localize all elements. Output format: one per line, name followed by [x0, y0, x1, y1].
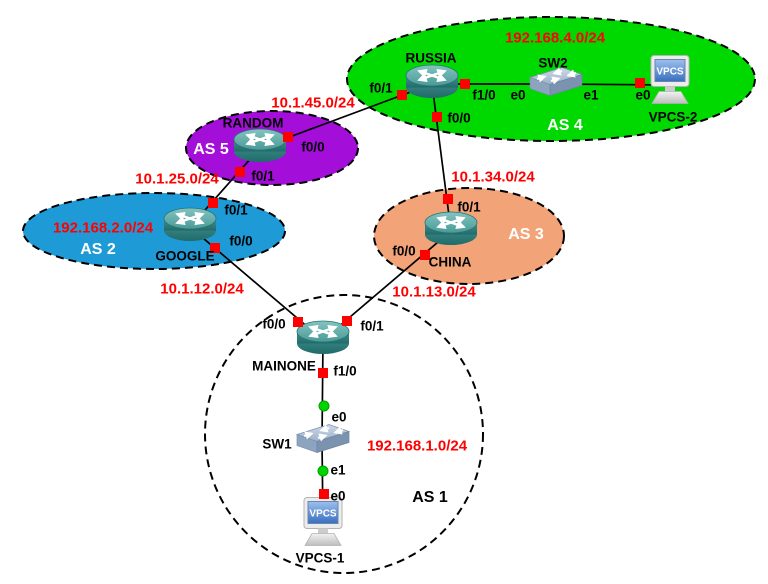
connector-square-3 [432, 112, 442, 122]
device-label-sw2: SW2 [538, 55, 568, 71]
router-icon [405, 64, 459, 98]
as-zone-label-as5: AS 5 [193, 141, 229, 158]
connector-square-12 [318, 368, 328, 378]
device-mainone[interactable] [295, 319, 351, 362]
as-zone-ellipse-as1 [204, 294, 484, 574]
router-icon [296, 320, 350, 354]
interface-label-russia-f1-0: f1/0 [472, 87, 496, 103]
switch-icon [295, 424, 351, 453]
connector-square-9 [420, 250, 430, 260]
interface-label-vpcs-2-e0: e0 [635, 87, 651, 103]
as-zone-label-as1: AS 1 [412, 489, 448, 506]
network-label-0: 192.168.4.0/24 [504, 29, 606, 47]
interface-label-sw1-e1: e1 [330, 462, 346, 478]
connector-square-4 [283, 132, 293, 142]
link-russia-china [431, 83, 452, 232]
pc-icon: VPCS [303, 497, 343, 546]
interface-label-mainone-f0-1: f0/1 [360, 318, 384, 334]
device-google[interactable] [162, 206, 218, 249]
connector-square-5 [235, 167, 245, 177]
device-random[interactable] [232, 127, 288, 170]
device-russia[interactable] [404, 63, 460, 106]
pc-icon: VPCS [650, 55, 690, 104]
router-icon [163, 207, 217, 241]
switch-icon [528, 67, 584, 96]
network-label-3: 192.168.2.0/24 [52, 219, 154, 237]
interface-label-sw1-e0: e0 [331, 409, 347, 425]
device-label-vpcs-2: VPCS-2 [648, 109, 698, 125]
interface-label-mainone-f1-0: f1/0 [333, 363, 357, 379]
device-label-google: GOOGLE [155, 248, 215, 264]
pc-screen-text: VPCS [656, 67, 684, 78]
device-label-vpcs-1: VPCS-1 [295, 550, 345, 566]
device-vpcs-2[interactable]: VPCS [646, 54, 694, 117]
interface-label-google-f0-1: f0/1 [224, 202, 248, 218]
connector-dot-15 [317, 465, 329, 477]
link-mainone-sw1 [321, 339, 324, 442]
device-label-sw1: SW1 [262, 436, 292, 452]
connector-square-10 [293, 317, 303, 327]
device-sw2[interactable] [526, 65, 584, 104]
connector-square-8 [443, 194, 453, 204]
network-label-4: 10.1.34.0/24 [451, 168, 535, 186]
network-label-2: 10.1.25.0/24 [135, 170, 219, 188]
as-zone-label-as4: AS 4 [547, 117, 583, 134]
device-sw1[interactable] [293, 422, 351, 461]
connector-square-1 [460, 79, 470, 89]
interface-label-random-f0-0: f0/0 [301, 139, 325, 155]
device-label-china: CHINA [428, 254, 472, 270]
connector-square-7 [210, 243, 220, 253]
device-label-random: RANDOM [222, 115, 284, 131]
interface-label-random-f0-1: f0/1 [251, 168, 275, 184]
connector-square-6 [208, 198, 218, 208]
device-china[interactable] [423, 210, 479, 253]
router-icon [233, 128, 287, 162]
as-zone-label-as3: AS 3 [508, 226, 544, 243]
network-label-7: 192.168.1.0/24 [366, 437, 468, 455]
connector-dot-14 [318, 400, 330, 412]
interface-label-sw2-e0: e0 [510, 87, 526, 103]
interface-label-russia-f0-0: f0/0 [447, 110, 471, 126]
network-label-6: 10.1.13.0/24 [392, 283, 476, 301]
interface-label-sw2-e1: e1 [583, 87, 599, 103]
interface-label-vpcs-1-e0: e0 [330, 488, 346, 504]
device-label-mainone: MAINONE [252, 358, 316, 374]
router-icon [424, 211, 478, 245]
interface-label-russia-f0-1: f0/1 [369, 80, 393, 96]
connector-square-13 [319, 489, 329, 499]
interface-label-mainone-f0-0: f0/0 [262, 316, 286, 332]
as-zone-label-as2: AS 2 [80, 241, 116, 258]
connector-square-2 [635, 78, 645, 88]
interface-label-google-f0-0: f0/0 [229, 233, 253, 249]
pc-screen-text: VPCS [309, 509, 337, 520]
device-vpcs-1[interactable]: VPCS [299, 496, 347, 559]
connector-square-0 [397, 90, 407, 100]
network-label-1: 10.1.45.0/24 [271, 94, 355, 112]
device-label-russia: RUSSIA [405, 50, 457, 66]
interface-label-china-f0-0: f0/0 [392, 243, 416, 259]
connector-square-11 [342, 316, 352, 326]
interface-label-china-f0-1: f0/1 [457, 199, 481, 215]
network-label-5: 10.1.12.0/24 [160, 280, 244, 298]
